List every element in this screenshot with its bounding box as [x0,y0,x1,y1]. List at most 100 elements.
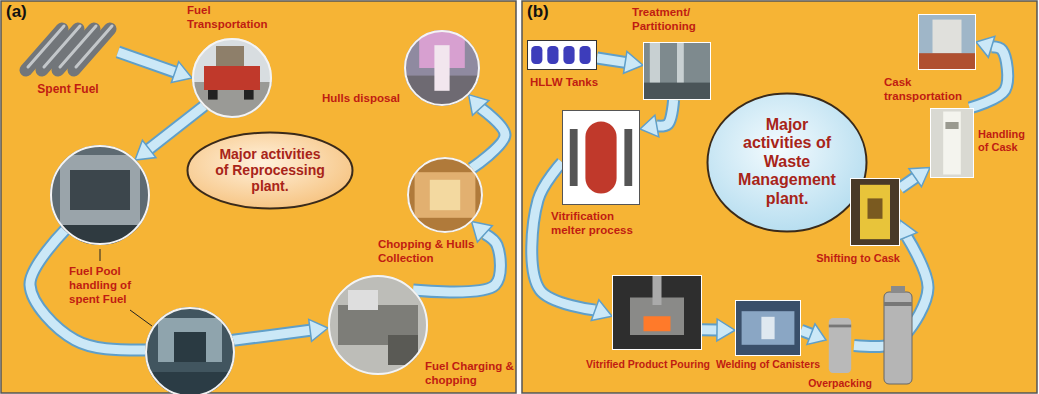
canister-photo [884,286,912,384]
photo [527,40,597,70]
canister-lid [891,286,905,293]
step-caption: Shifting to Cask [816,252,900,265]
photo-detail [943,112,961,175]
flow-arrow [597,52,643,74]
photo [612,275,702,350]
photo-detail [70,170,130,210]
photo [930,108,974,178]
photo-frame [826,318,854,373]
panel-letter: (b) [527,2,549,22]
photo-frame [930,108,974,178]
photo-frame [18,20,118,78]
photo [850,178,900,246]
flow-arrow [469,95,505,169]
ellipse-shape [188,132,353,208]
photo-ground [527,40,597,70]
arrow-head [807,324,826,344]
photo-detail [204,66,260,90]
canister-band [884,302,912,306]
arrow-head [469,95,489,116]
arrow-outline [149,106,204,149]
process-photo: Vitrification melter process [562,110,640,205]
photo-detail [434,45,449,91]
arrow-head [309,319,328,341]
photo [829,318,851,373]
photo [26,26,112,70]
panel-background [522,1,1037,393]
process-photo: Overpacking [826,318,854,373]
photo-detail [585,121,616,193]
photo-detail [531,46,542,64]
step-caption: Fuel Pool handling of spent Fuel [69,265,141,306]
photo-detail [860,185,890,239]
photo-border [736,301,801,356]
photo [562,110,640,205]
panel-letter: (a) [6,2,27,22]
photo-ground [404,30,480,106]
arrow-body [900,178,915,188]
photo-ground [328,275,428,375]
plant-title: Major activities of Waste Management pla… [734,116,840,208]
photo-detail [216,46,244,66]
plant-title: Major activities of Reprocessing plant. [215,146,325,194]
arrow-body [657,100,674,126]
arrow-body [597,58,625,62]
step-caption: Fuel Charging & chopping [425,360,515,388]
activity-ellipse: Major activities of Waste Management pla… [706,92,868,233]
photo-frame [50,145,150,245]
photo [918,14,976,70]
photo-detail [868,198,883,218]
step-caption: Treatment/ Partitioning [632,6,722,34]
photo-detail [945,122,958,129]
photo-border [405,31,479,105]
arrow-body [118,52,175,72]
photo-frame [192,38,272,118]
process-photo: Treatment/ Partitioning [643,42,711,100]
photo-border [644,43,711,100]
arrow-body [801,330,811,334]
arrow-head [624,52,643,74]
photo-detail [643,83,711,100]
step-caption: Handling of Cask [978,128,1036,154]
arrow-head [591,300,612,321]
photo-border [146,308,234,394]
arrow-body [702,325,717,334]
photo-ground [192,38,272,118]
photo-detail [829,318,851,373]
arrow-outline [657,100,674,126]
photo-ground [612,275,702,350]
photo-detail [388,335,418,365]
flow-arrow [900,168,930,189]
photo-frame [404,30,480,106]
photo-detail [829,325,851,328]
photo-detail [244,90,254,100]
step-caption: Overpacking [808,377,872,390]
process-photo: Chopping & Hulls Collection [407,157,483,233]
photo-ground [850,178,900,246]
photo-detail [60,155,140,225]
photo [328,275,428,375]
process-photo: Spent Fuel [18,20,118,78]
step-caption: HLLW Tanks [530,76,598,90]
photo-frame [643,42,711,100]
activity-ellipse: Major activities of Reprocessing plant. [186,131,354,210]
process-photo: HLLW Tanks [527,40,597,70]
process-photo: Cask transportation [918,14,976,70]
fuel-rod-shine [76,26,112,67]
arrow-head [472,222,493,242]
photo [643,42,711,100]
arrow-outline [118,52,175,72]
panel-background [1,1,516,393]
step-caption: Welding of Canisters [716,358,820,371]
step-caption: Vitrification melter process [551,210,651,238]
step-caption: Hulls disposal [322,92,400,106]
photo-ground [50,145,150,245]
flow-arrow [135,106,204,160]
ellipse-shape [708,93,867,231]
photo-border [193,39,271,117]
photo-detail [933,20,962,54]
photo [50,145,150,245]
photo-frame [918,14,976,70]
process-photo: Hulls disposal [404,30,480,106]
photo-detail [174,332,206,362]
